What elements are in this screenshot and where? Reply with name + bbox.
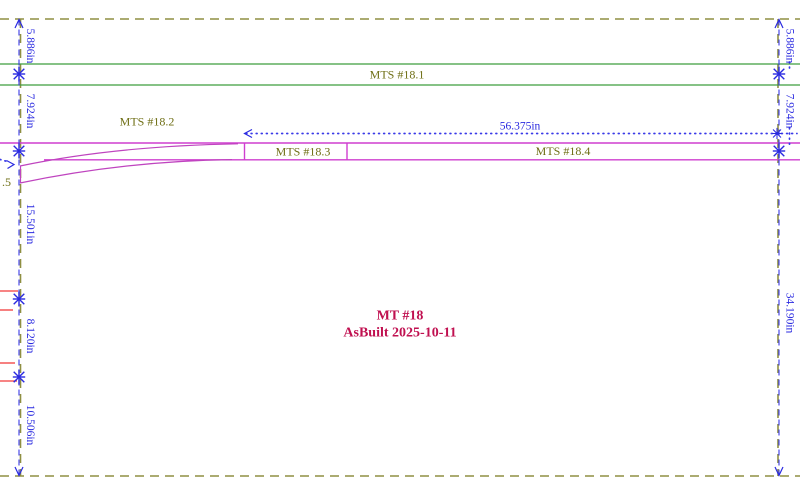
segment-label-mts-18-3: MTS #18.3 [276, 145, 331, 159]
leader-dash [0, 158, 10, 163]
datum-marker-left-red2 [12, 368, 26, 386]
leader-arrow-icon [6, 159, 16, 170]
span-dimension-text: 56.375in [500, 121, 541, 133]
datum-marker-left-magenta [12, 142, 26, 160]
dim-left-3: 15.501in [24, 204, 36, 245]
datum-marker-right-green [772, 65, 786, 83]
dim-right-3: 34.190in [784, 293, 796, 334]
datum-marker-left-green [12, 65, 26, 83]
segment-label-mts-18-2: MTS #18.2 [120, 115, 175, 129]
span-right-marker [771, 127, 783, 140]
clipped-turnout-label: .5 [2, 175, 11, 189]
segment-label-mts-18-1: MTS #18.1 [370, 68, 425, 82]
dim-left-2: 7.924in [24, 94, 36, 129]
segment-label-mts-18-4: MTS #18.4 [536, 144, 591, 158]
dim-right-2: 7.924in [784, 94, 796, 129]
left-bottom-arrow-icon [14, 466, 24, 477]
dim-left-5: 10.506in [24, 405, 36, 446]
dim-left-4: 8.120in [24, 319, 36, 354]
left-top-arrow-icon [14, 18, 24, 29]
right-bottom-arrow-icon [774, 466, 784, 477]
datum-marker-right-magenta [772, 142, 786, 160]
diverging-rail-lower-curve [19, 159, 233, 184]
drawing-title: MT #18 [377, 309, 424, 324]
dim-right-1: 5.886in [784, 29, 796, 64]
diverging-rail-upper-curve [19, 143, 239, 167]
datum-marker-left-red1 [12, 290, 26, 308]
span-left-arrow-icon [243, 128, 253, 139]
right-top-arrow-icon [774, 18, 784, 29]
dim-left-1: 5.886in [24, 29, 36, 64]
drawing-subtitle: AsBuilt 2025-10-11 [343, 326, 456, 341]
